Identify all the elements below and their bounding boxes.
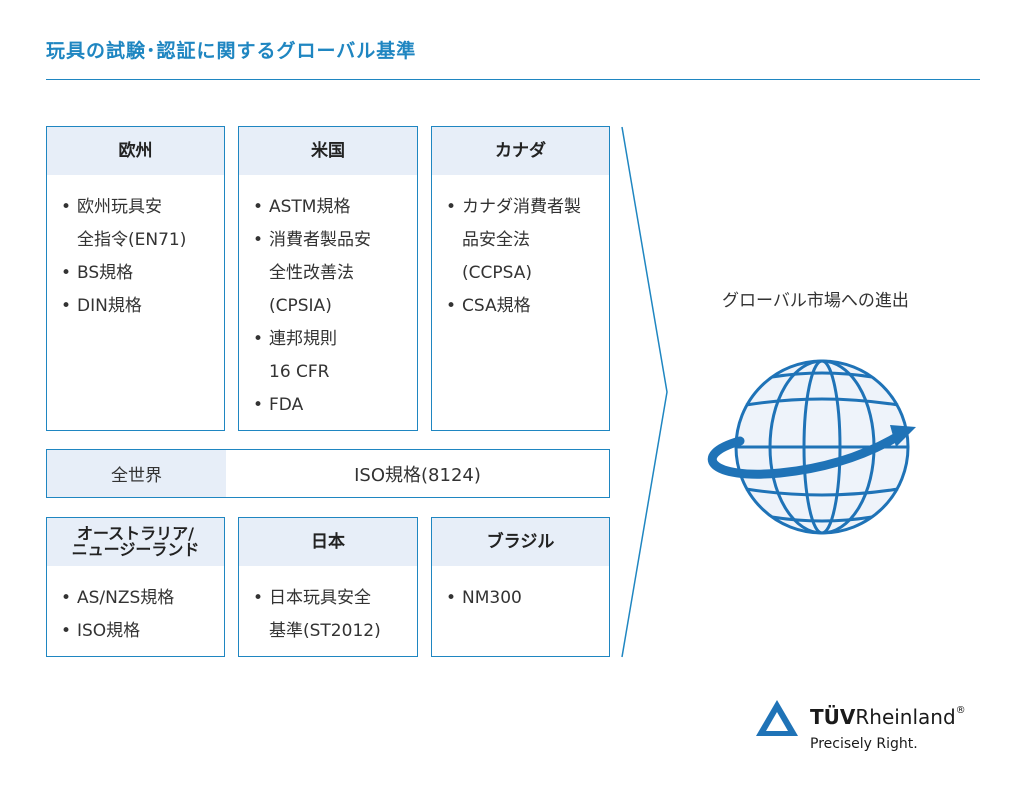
tuv-triangle-logo-icon — [756, 700, 798, 736]
region-item: DIN規格 — [61, 290, 214, 323]
worldwide-row: 全世界 ISO規格(8124) — [46, 449, 610, 498]
region-item: FDA — [253, 389, 407, 422]
region-item: 全性改善法 — [269, 263, 354, 283]
region-header-line: オーストラリア/ — [76, 524, 195, 543]
chevron-arrow-icon — [621, 126, 668, 658]
region-item: ISO規格 — [61, 615, 214, 648]
region-header-japan: 日本 — [239, 518, 417, 566]
region-box-usa: 米国 ASTM規格 消費者製品安 全性改善法 (CPSIA) 連邦規則 16 C… — [238, 126, 418, 431]
region-header-europe: 欧州 — [47, 127, 224, 175]
worldwide-label: 全世界 — [47, 450, 226, 497]
region-item: (CPSIA) — [269, 296, 332, 316]
region-box-canada: カナダ カナダ消費者製 品安全法 (CCPSA) CSA規格 — [431, 126, 610, 431]
region-item: CSA規格 — [446, 290, 599, 323]
region-item: 連邦規則 — [253, 323, 407, 356]
region-header-australia-nz: オーストラリア/ ニュージーランド — [47, 518, 224, 566]
region-item: 品安全法 — [462, 230, 530, 250]
logo-tagline: Precisely Right. — [810, 736, 918, 752]
worldwide-value: ISO規格(8124) — [354, 464, 481, 486]
region-item: カナダ消費者製 — [446, 191, 599, 224]
logo-brand-bold: TÜV — [810, 705, 856, 729]
globe-icon — [707, 359, 916, 535]
region-header-brazil: ブラジル — [432, 518, 609, 566]
region-item: 全指令(EN71) — [77, 230, 187, 250]
logo-registered: ® — [955, 705, 966, 716]
region-item: 欧州玩具安 — [61, 191, 214, 224]
region-item: (CCPSA) — [462, 263, 532, 283]
logo-brand-rest: Rheinland — [855, 705, 956, 729]
title-divider — [46, 79, 980, 80]
region-item: BS規格 — [61, 257, 214, 290]
region-item: 消費者製品安 — [253, 224, 407, 257]
region-box-japan: 日本 日本玩具安全 基準(ST2012) — [238, 517, 418, 657]
region-item: 日本玩具安全 — [253, 582, 407, 615]
region-item: ASTM規格 — [253, 191, 407, 224]
region-item: NM300 — [446, 582, 599, 615]
region-header-line: ニュージーランド — [71, 540, 200, 559]
logo-brand: TÜVRheinland® — [810, 705, 966, 729]
page-title: 玩具の試験･認証に関するグローバル基準 — [46, 40, 417, 62]
region-item: AS/NZS規格 — [61, 582, 214, 615]
region-box-australia-nz: オーストラリア/ ニュージーランド AS/NZS規格 ISO規格 — [46, 517, 225, 657]
region-header-canada: カナダ — [432, 127, 609, 175]
region-box-europe: 欧州 欧州玩具安 全指令(EN71) BS規格 DIN規格 — [46, 126, 225, 431]
region-item: 基準(ST2012) — [269, 621, 381, 641]
global-expansion-label: グローバル市場への進出 — [722, 291, 909, 311]
region-item: 16 CFR — [269, 362, 330, 382]
region-header-usa: 米国 — [239, 127, 417, 175]
region-box-brazil: ブラジル NM300 — [431, 517, 610, 657]
